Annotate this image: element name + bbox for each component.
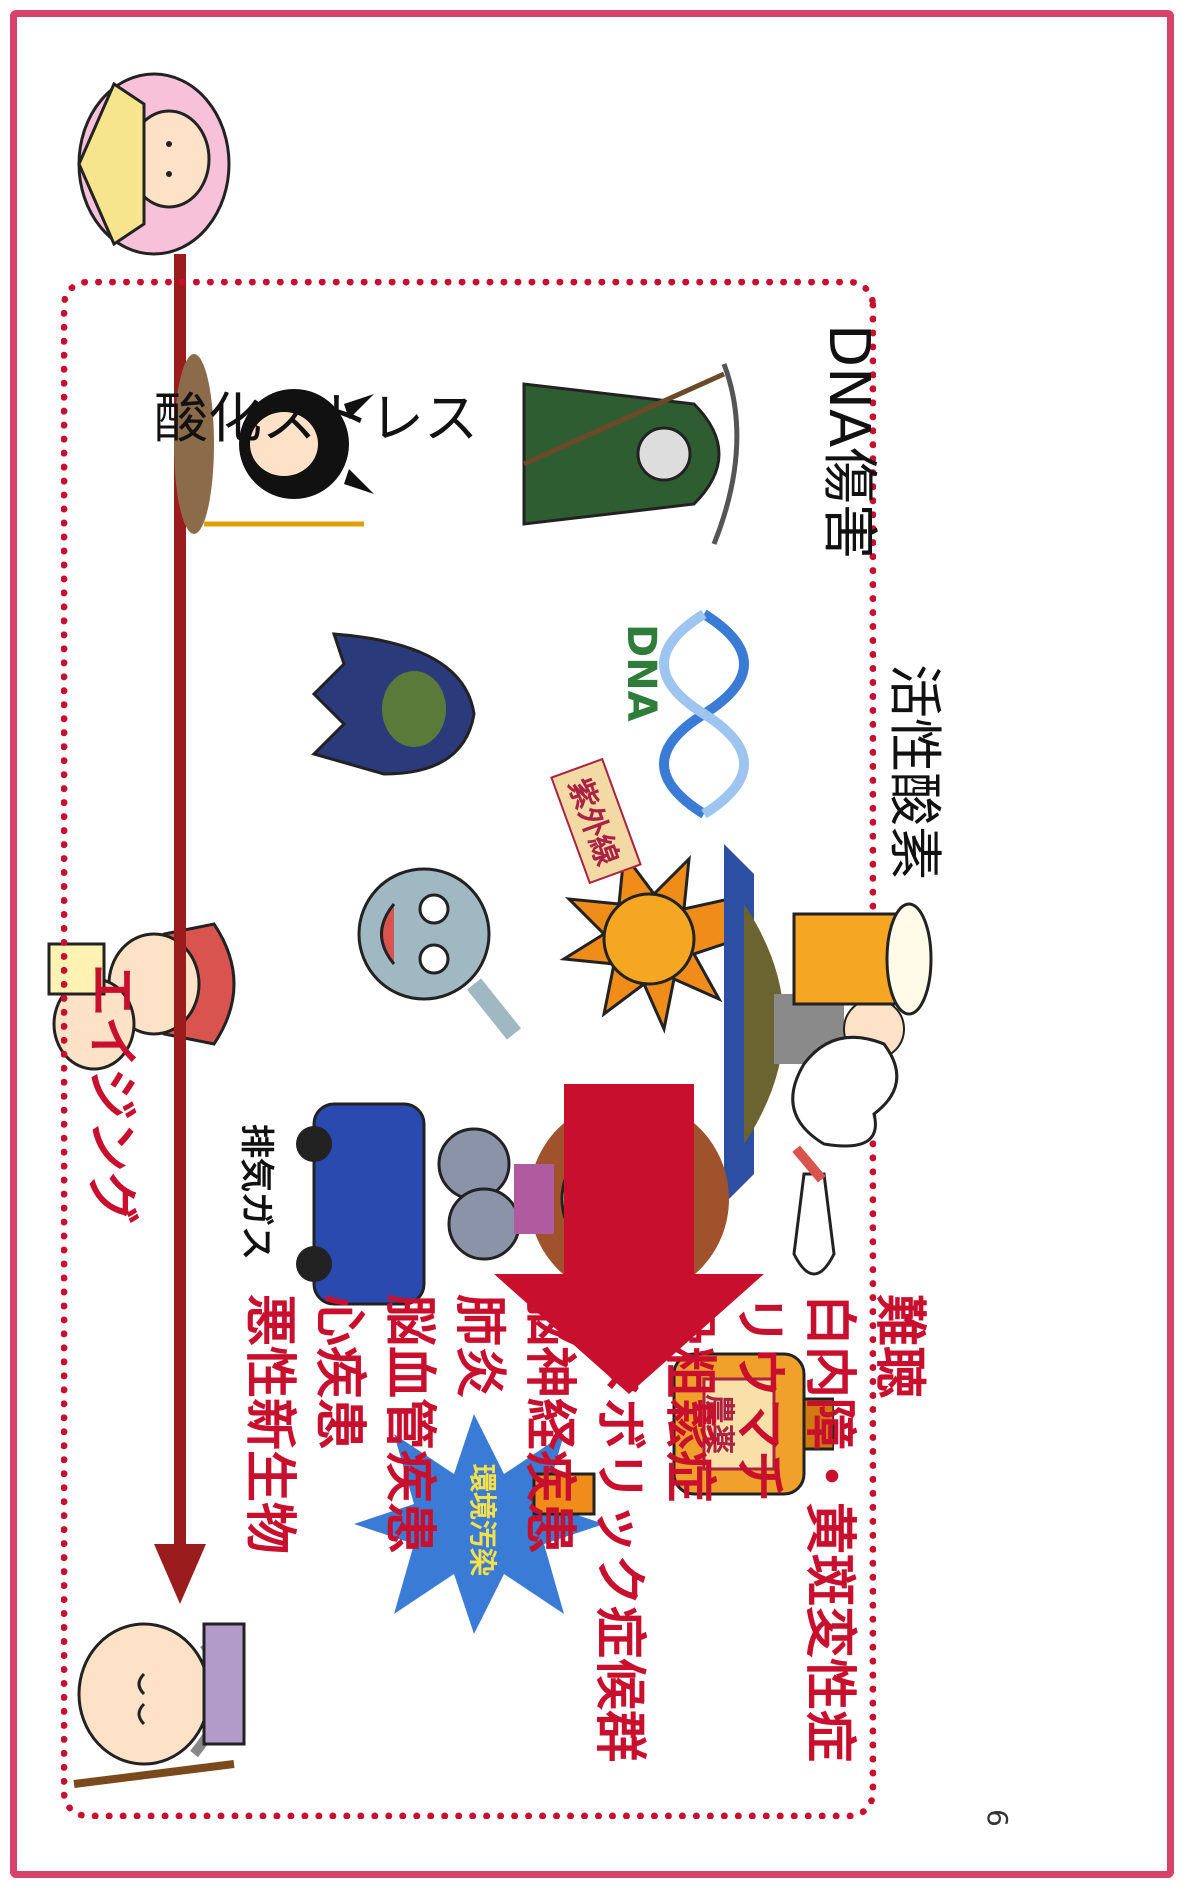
ghost-icon (311, 632, 476, 776)
exhaust-gas-label: 排気ガス (236, 1124, 276, 1260)
factory-pollution-icon (354, 1414, 604, 1634)
vampire-icon (357, 867, 522, 1040)
slide-content: 6 エイジング (24, 24, 1164, 1866)
disease-item: 心疾患 (309, 1294, 369, 1451)
disease-item: 悪性新生物 (239, 1294, 299, 1555)
devil-icon (174, 354, 374, 534)
dna-helix-label: DNA (618, 624, 664, 722)
disease-item: 脳血管疾患 (379, 1294, 439, 1555)
disease-item: 脳神経疾患 (519, 1294, 579, 1555)
slide-frame (10, 10, 1174, 1878)
dna-damage-label: DNA傷害 (816, 324, 881, 560)
dna-helix-icon (659, 609, 749, 819)
disease-item: 骨粗鬆症 (659, 1294, 719, 1503)
oxidative-stress-label: 酸化ストレス (154, 387, 478, 450)
disease-item: 白内障・黄斑変性症 (799, 1294, 859, 1763)
sun-icon (559, 850, 741, 1034)
baby-icon (77, 72, 231, 256)
pesticide-bottle-icon (672, 1352, 834, 1496)
environmental-pollution-label: 環境汚染 (466, 1464, 499, 1577)
disease-item: 肺炎 (449, 1294, 509, 1399)
disease-item: 難聴 (869, 1294, 929, 1399)
active-oxygen-label: 活性酸素 (883, 664, 946, 880)
disease-item: リウマチ (729, 1294, 789, 1503)
cause-to-disease-arrow (564, 1084, 694, 1284)
alcohol-icon (792, 1172, 836, 1276)
exhaust-truck-icon (296, 1102, 521, 1306)
page-number: 6 (981, 1809, 1014, 1827)
cigarette-icon (791, 1035, 899, 1183)
beer-icon (792, 902, 933, 1016)
elderly-person-icon (73, 1622, 246, 1788)
grim-reaper-icon (522, 363, 740, 545)
disease-item: メタボリック症候群 (589, 1294, 649, 1763)
